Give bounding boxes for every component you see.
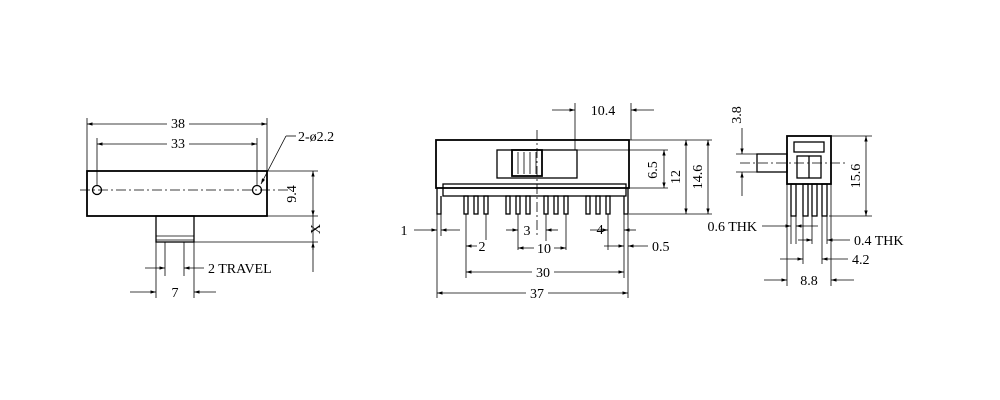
side-lug-left [436, 188, 442, 215]
side-knob [511, 149, 543, 177]
dim-edge-offset: 1 [401, 224, 408, 239]
side-pins [463, 195, 611, 215]
side-base [442, 183, 627, 197]
dim-hole-pitch: 33 [171, 137, 185, 152]
end-terminals [790, 183, 828, 217]
dim-3: 3 [524, 224, 531, 239]
front-body-outline [86, 170, 268, 217]
dim-actuator-width: 7 [172, 286, 179, 301]
terminal-thickness-label: 0.6 THK [707, 220, 757, 235]
dim-actuator-height: X [309, 224, 324, 234]
side-lug-right [623, 188, 629, 215]
dim-pin-pitch: 10 [537, 242, 551, 257]
dim-pin-row-spacing: 4.2 [852, 253, 870, 268]
dim-actuator-height: 6.5 [646, 161, 661, 179]
travel-label: 2 TRAVEL [208, 262, 272, 277]
hole-spec-label: 2-ø2.2 [298, 130, 334, 145]
dim-total-height: 14.6 [691, 165, 706, 190]
dim-2: 2 [479, 240, 486, 255]
dim-overall-width: 38 [171, 117, 185, 132]
side-view: 10.4 6.5 12 14.6 1 2 [401, 103, 712, 302]
side-body-outline [435, 139, 630, 189]
lug-thickness-label: 0.4 THK [854, 234, 904, 249]
dim-overall-length: 37 [530, 287, 544, 302]
dim-total-height: 15.6 [849, 164, 864, 189]
front-view: 38 33 2-ø2.2 9.4 X 2 TRAVEL 7 [80, 116, 334, 301]
front-actuator-knob [155, 215, 195, 243]
hole-leader [260, 135, 287, 185]
end-knob [756, 153, 788, 173]
dim-body-height: 12 [669, 170, 684, 184]
end-view: 3.8 15.6 0.6 THK 0.4 THK 4.2 8.8 [707, 106, 903, 289]
dim-actuator-span: 10.4 [591, 104, 616, 119]
dim-knob-height: 3.8 [730, 106, 745, 124]
dim-4: 4 [597, 223, 604, 238]
dim-footprint-width: 8.8 [800, 274, 818, 289]
dim-pin-span: 30 [536, 266, 550, 281]
end-top-slot [793, 141, 825, 153]
mount-hole-right [251, 184, 263, 196]
mount-hole-left [91, 184, 103, 196]
dim-body-height: 9.4 [285, 185, 300, 203]
dim-pin-offset: 0.5 [652, 240, 670, 255]
